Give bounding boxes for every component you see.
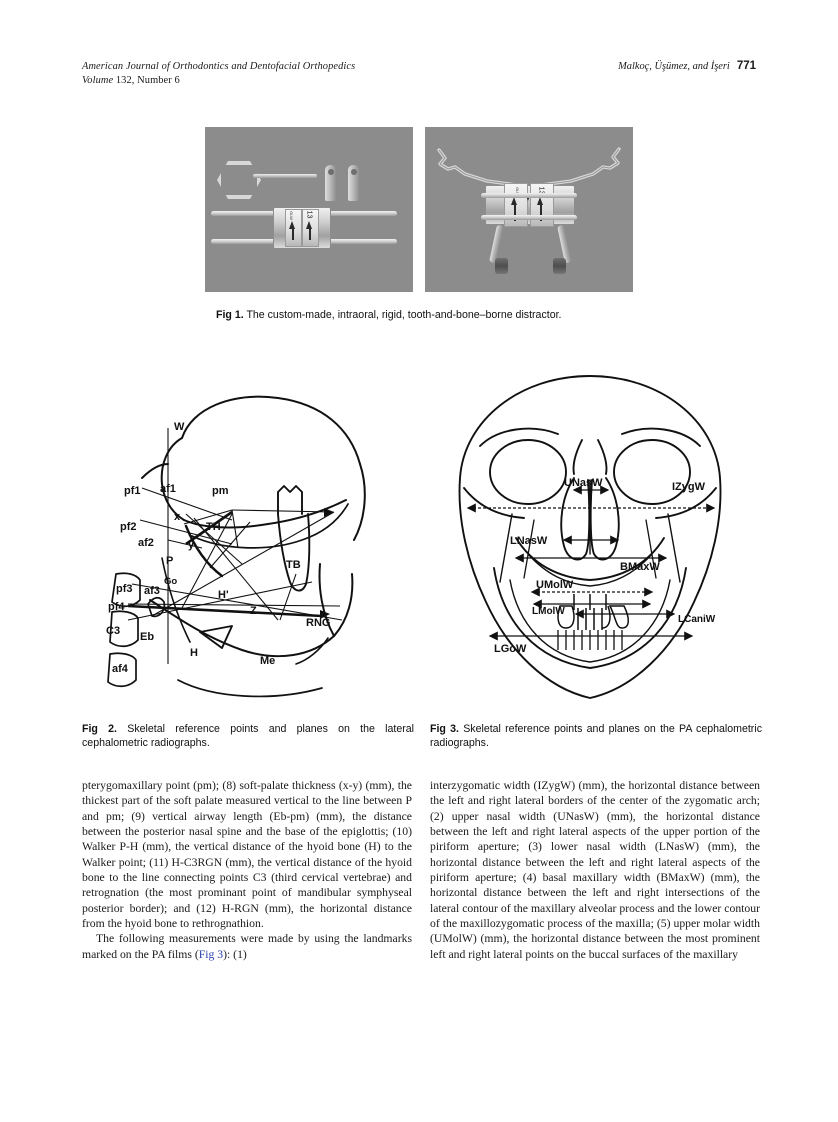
- fig2-label-pf3: pf3: [116, 583, 133, 595]
- jack-arrow-stem-left: [291, 227, 294, 240]
- running-head-journal: American Journal of Orthodontics and Den…: [82, 60, 355, 87]
- fig2-label-af4: af4: [112, 663, 129, 675]
- author-list: Malkoç, Üşümez, and İşeri: [618, 61, 730, 72]
- assembled-direction-arrow-right: [537, 197, 543, 205]
- fig2-label-RNG: RNG: [306, 617, 330, 629]
- fig2-label-x: x: [174, 511, 181, 523]
- figure-1-label: Fig 1.: [216, 309, 244, 321]
- assembled-arrow-stem-left: [514, 205, 516, 221]
- assembled-direction-arrow-left: [511, 197, 517, 205]
- jack-direction-arrow-right: [305, 221, 312, 229]
- fig2-label-H: H: [190, 647, 198, 659]
- figure-3-caption: Fig 3. Skeletal reference points and pla…: [430, 722, 762, 750]
- body-column-left: pterygomaxillary point (pm); (8) soft-pa…: [82, 778, 412, 962]
- fig2-label-Z: Z: [250, 605, 257, 617]
- fig2-label-pm: pm: [212, 485, 229, 497]
- left-paragraph-2-after: ): (1): [223, 947, 247, 961]
- assembled-arrow-stem-right: [540, 205, 542, 221]
- body-column-right: interzygomatic width (IZygW) (mm), the h…: [430, 778, 760, 962]
- figure-2-label: Fig 2.: [82, 723, 117, 735]
- fig2-label-P: P: [166, 555, 173, 567]
- figure-2-caption-text: Skeletal reference points and planes on …: [82, 723, 414, 750]
- figure-3-label: Fig 3.: [430, 723, 459, 735]
- hex-key-shaft: [253, 174, 317, 178]
- fig2-label-Me: Me: [260, 655, 275, 667]
- volume-label: Volume: [82, 74, 114, 86]
- volume-number: 132, Number 6: [115, 74, 180, 86]
- assembled-rod-upper: [481, 193, 577, 198]
- fig3-label-LGoW: LGoW: [494, 643, 527, 655]
- fig2-label-pf2: pf2: [120, 521, 137, 533]
- screw-post-2: [348, 165, 359, 201]
- fig3-label-IZygW: IZygW: [672, 481, 706, 493]
- fig2-label-C3: C3: [106, 625, 120, 637]
- jack-arrow-stem-right: [308, 227, 311, 240]
- fig2-label-af2: af2: [138, 537, 154, 549]
- jack-direction-arrow-left: [288, 221, 295, 229]
- figure-1-caption: Fig 1. The custom-made, intraoral, rigid…: [216, 308, 636, 322]
- figure-1-caption-text: The custom-made, intraoral, rigid, tooth…: [246, 309, 562, 321]
- bone-screw-foot-right: [553, 258, 566, 274]
- fig2-label-pf1: pf1: [124, 485, 141, 497]
- hex-key-ring: [217, 161, 261, 199]
- distractor-photo-disassembled: 13 GLW: [205, 127, 413, 292]
- figure-2-lateral-ceph-diagram: W pf1 af1 pm x TH pf2 af2 y P Go pf3 af3…: [82, 368, 414, 710]
- fig2-label-TB: TB: [286, 559, 301, 571]
- left-paragraph-2: The following measurements were made by …: [82, 931, 412, 962]
- fig3-label-LNasW: LNasW: [510, 535, 548, 547]
- figure-3-pa-ceph-diagram: UNasW IZygW LNasW BMaxW UMolW LMolW LCan…: [424, 368, 756, 710]
- running-head-authors-page: Malkoç, Üşümez, and İşeri 771: [618, 60, 756, 74]
- right-paragraph-1: interzygomatic width (IZygW) (mm), the h…: [430, 779, 760, 961]
- fig3-label-BMaxW: BMaxW: [620, 561, 660, 573]
- volume-line: Volume 132, Number 6: [82, 74, 355, 88]
- distractor-photo-assembled: 13 GLW: [425, 127, 633, 292]
- fig3-label-LCaniW: LCaniW: [678, 614, 716, 625]
- journal-title: American Journal of Orthodontics and Den…: [82, 61, 356, 72]
- fig2-label-W: W: [174, 421, 185, 433]
- fig2-label-af3: af3: [144, 585, 160, 597]
- jack-serial-number: 13: [305, 210, 313, 219]
- bone-screw-foot-left: [495, 258, 508, 274]
- fig2-label-y: y: [188, 539, 195, 551]
- figure-3-caption-text: Skeletal reference points and planes on …: [430, 723, 762, 750]
- fig2-label-Go: Go: [164, 576, 177, 587]
- assembled-distractor-wires: [437, 147, 621, 187]
- left-paragraph-1: pterygomaxillary point (pm); (8) soft-pa…: [82, 779, 412, 931]
- jack-brand-mark: GLW: [288, 211, 294, 220]
- fig2-label-TH: TH: [206, 521, 221, 533]
- fig3-label-LMolW: LMolW: [532, 606, 565, 617]
- fig2-label-af1: af1: [160, 483, 176, 495]
- left-paragraph-2-before: The following measurements were made by …: [82, 932, 412, 961]
- fig2-label-pf4: pf4: [108, 601, 125, 613]
- figure-2-caption: Fig 2. Skeletal reference points and pla…: [82, 722, 414, 750]
- screw-post-1: [325, 165, 336, 201]
- hex-key-ring-hole: [221, 165, 249, 187]
- fig2-label-Eb: Eb: [140, 631, 154, 643]
- fig3-label-UNasW: UNasW: [564, 477, 603, 489]
- figure-3-reference-link[interactable]: Fig 3: [198, 947, 224, 961]
- figure-1-images: 13 GLW 13 GLW: [205, 127, 633, 292]
- running-head: American Journal of Orthodontics and Den…: [82, 60, 756, 94]
- fig2-label-Hprime: H': [218, 589, 229, 601]
- fig3-label-UMolW: UMolW: [536, 579, 574, 591]
- page-number: 771: [736, 60, 756, 72]
- assembled-rod-lower: [481, 215, 577, 220]
